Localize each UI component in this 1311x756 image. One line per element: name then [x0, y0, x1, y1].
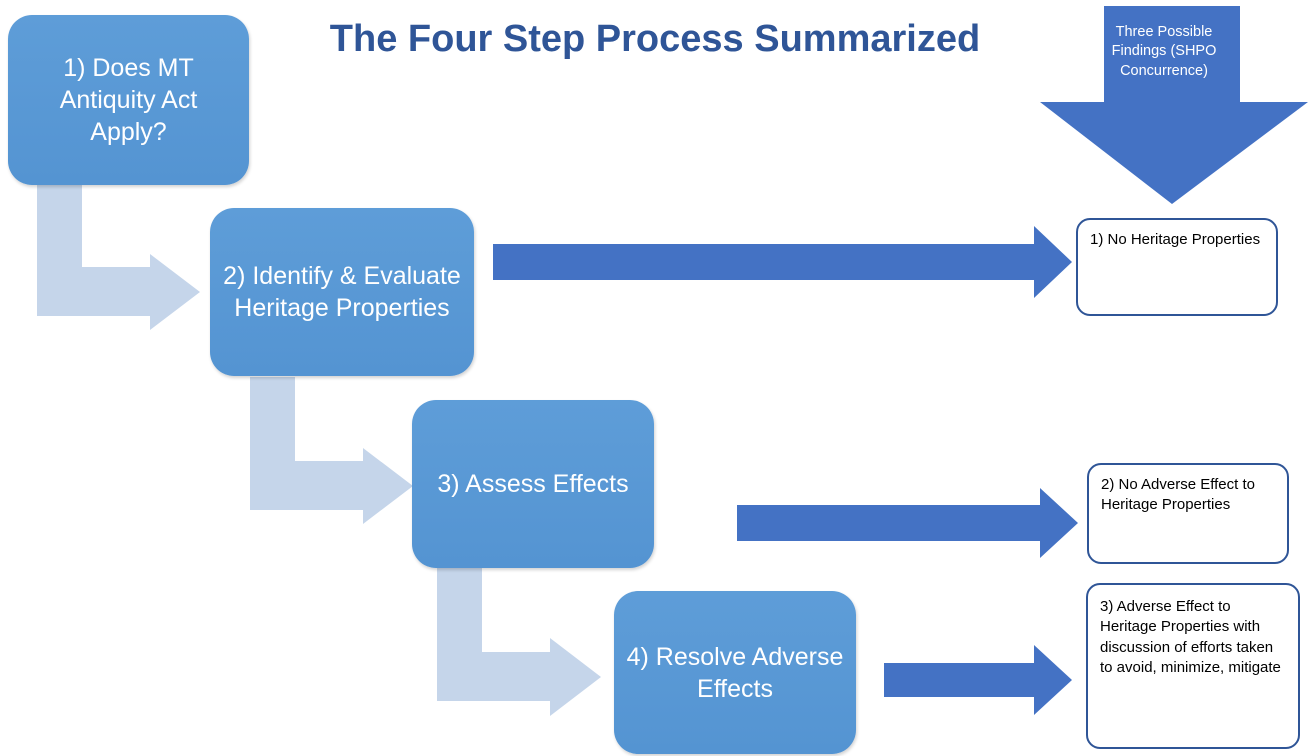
step-4-box: 4) Resolve Adverse Effects: [614, 591, 856, 754]
step-3-box: 3) Assess Effects: [412, 400, 654, 568]
finding-1-box: 1) No Heritage Properties: [1076, 218, 1278, 316]
arrow-to-finding-3: [884, 645, 1072, 715]
findings-header-label: Three Possible Findings (SHPO Concurrenc…: [1111, 24, 1217, 79]
connector-step2-to-step3: [250, 377, 413, 524]
connector-step3-to-step4: [437, 568, 601, 716]
findings-header-arrow: [1040, 6, 1308, 204]
finding-2-box: 2) No Adverse Effect to Heritage Propert…: [1087, 463, 1289, 564]
step-1-label: 1) Does MT Antiquity Act Apply?: [59, 54, 198, 146]
arrow-to-finding-2: [737, 488, 1078, 558]
arrow-to-finding-1: [493, 226, 1072, 298]
finding-1-label: 1) No Heritage Properties: [1090, 231, 1261, 248]
finding-3-box: 3) Adverse Effect to Heritage Properties…: [1086, 583, 1300, 749]
step-4-label: 4) Resolve Adverse Effects: [626, 642, 844, 703]
step-2-label: 2) Identify & Evaluate Heritage Properti…: [223, 262, 461, 322]
page-title: The Four Step Process Summarized: [329, 18, 981, 60]
step-1-box: 1) Does MT Antiquity Act Apply?: [8, 15, 249, 185]
step-3-label: 3) Assess Effects: [437, 470, 629, 498]
finding-3-label: 3) Adverse Effect to Heritage Properties…: [1100, 598, 1281, 676]
finding-2-label: 2) No Adverse Effect to Heritage Propert…: [1101, 476, 1255, 514]
step-2-box: 2) Identify & Evaluate Heritage Properti…: [210, 208, 474, 376]
connector-step1-to-step2: [37, 185, 200, 330]
